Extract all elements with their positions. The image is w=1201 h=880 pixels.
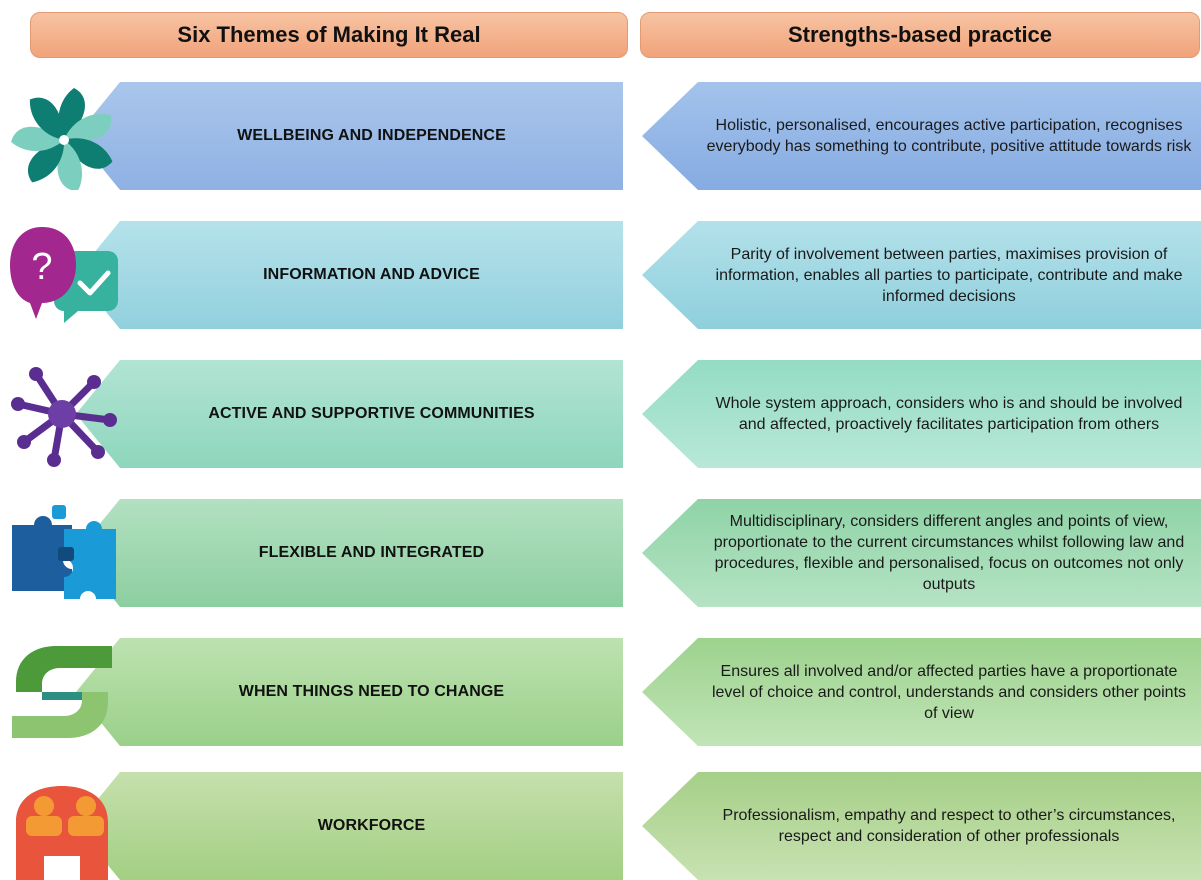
practice-header: Strengths-based practice: [640, 12, 1200, 58]
theme-arrow: [76, 638, 623, 746]
practice-arrow: [642, 772, 1201, 880]
theme-label: INFORMATION AND ADVICE: [263, 266, 480, 283]
theme-row: WORKFORCE Professionalism, empathy and r…: [0, 772, 1201, 880]
theme-row: INFORMATION AND ADVICE Parity of involve…: [0, 221, 1201, 329]
theme-row: FLEXIBLE AND INTEGRATED Multidisciplinar…: [0, 499, 1201, 607]
themes-header: Six Themes of Making It Real: [30, 12, 628, 58]
theme-label: ACTIVE AND SUPPORTIVE COMMUNITIES: [208, 405, 535, 422]
theme-arrow: [76, 772, 623, 880]
practice-description: Professionalism, empathy and respect to …: [722, 807, 1176, 845]
practice-description: Whole system approach, considers who is …: [715, 395, 1183, 433]
theme-label: WORKFORCE: [317, 817, 426, 834]
theme-arrow: [76, 221, 623, 329]
theme-arrow: [76, 499, 623, 607]
workforce-people-icon: [6, 772, 118, 880]
puzzle-pieces-icon: [6, 499, 118, 607]
practice-arrow: [642, 221, 1201, 329]
practice-description: Holistic, personalised, encourages activ…: [706, 117, 1192, 155]
practice-arrow: [642, 638, 1201, 746]
theme-arrow: [76, 82, 623, 190]
practice-description: Parity of involvement between parties, m…: [715, 245, 1183, 305]
theme-row: ACTIVE AND SUPPORTIVE COMMUNITIES Whole …: [0, 360, 1201, 468]
pinwheel-icon: [6, 82, 118, 190]
theme-row: WELLBEING AND INDEPENDENCE Holistic, per…: [0, 82, 1201, 190]
practice-description: Multidisciplinary, considers different a…: [713, 513, 1185, 593]
theme-label: FLEXIBLE AND INTEGRATED: [258, 544, 485, 561]
change-arrows-icon: [6, 638, 118, 746]
theme-label: WHEN THINGS NEED TO CHANGE: [238, 683, 505, 700]
practice-arrow: [642, 82, 1201, 190]
practice-arrow: [642, 360, 1201, 468]
community-network-icon: [6, 360, 118, 468]
speech-bubbles-icon: ?: [6, 221, 118, 329]
svg-text:?: ?: [31, 246, 52, 288]
practice-arrow: [642, 499, 1201, 607]
practice-description: Ensures all involved and/or affected par…: [711, 662, 1187, 722]
theme-label: WELLBEING AND INDEPENDENCE: [237, 127, 506, 144]
theme-arrow: [76, 360, 623, 468]
theme-row: WHEN THINGS NEED TO CHANGE Ensures all i…: [0, 638, 1201, 746]
